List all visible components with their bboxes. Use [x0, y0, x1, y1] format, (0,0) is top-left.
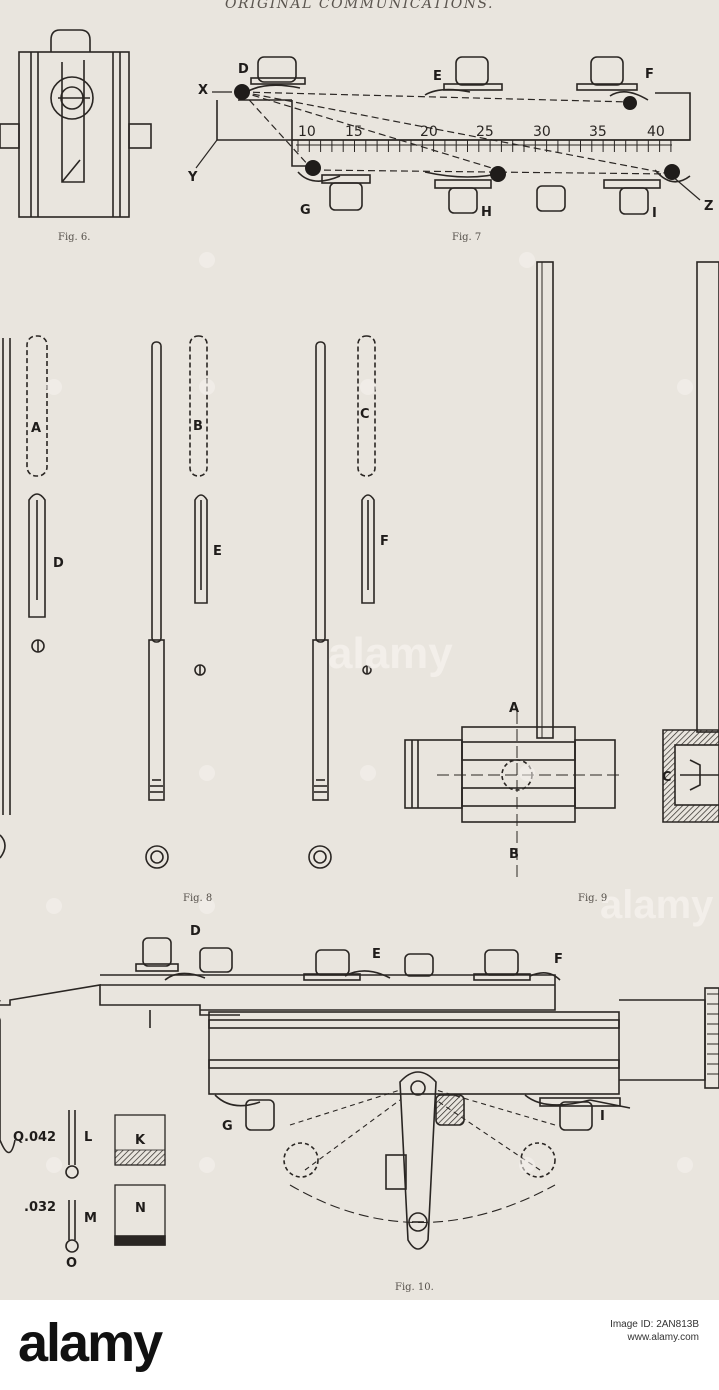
fig7-label-H: H [481, 205, 492, 220]
fig8-label-A: A [31, 421, 41, 436]
fig10-label-D: D [190, 924, 201, 939]
fig-9-labels: A B C [509, 701, 672, 862]
scale-10: 10 [298, 124, 316, 140]
scale-35: 35 [589, 124, 607, 140]
fig-7-labels: X Y Z D E F G H I 10 15 20 25 30 35 40 [187, 62, 713, 221]
fig7-label-D: D [238, 62, 249, 77]
running-title: ORIGINAL COMMUNICATIONS. [224, 0, 494, 12]
fig-7-drawing [195, 56, 701, 215]
fig8-label-D: D [53, 556, 64, 571]
fig-8-labels: A B C D E F [31, 407, 389, 571]
caption-fig-6: Fig. 6. [58, 232, 91, 243]
fig8-label-E: E [213, 544, 222, 559]
fig9-label-A: A [509, 701, 519, 716]
alamy-watermark: alamy alamy [328, 629, 714, 927]
fig9-label-B: B [509, 847, 519, 862]
caption-fig-8: Fig. 8 [183, 893, 213, 904]
image-id: Image ID: 2AN813B [610, 1319, 699, 1330]
fig10-label-M: M [84, 1211, 97, 1226]
fig7-label-F: F [645, 67, 654, 82]
fig7-label-G: G [300, 203, 311, 218]
fig10-label-K: K [135, 1133, 146, 1148]
fig-10-drawing [0, 937, 719, 1253]
fig7-label-Z: Z [704, 199, 713, 214]
fig10-label-E: E [372, 947, 381, 962]
fig8-label-C: C [360, 407, 370, 422]
fig9-label-C: C [662, 770, 672, 785]
caption-fig-9: Fig. 9 [578, 893, 608, 904]
fig-9-drawing [404, 261, 719, 880]
scale-30: 30 [533, 124, 551, 140]
fig-8-drawing [0, 335, 376, 869]
image-id-block: Image ID: 2AN813B www.alamy.com [499, 1318, 699, 1344]
gauge-032: .032 [24, 1200, 56, 1215]
alamy-logo: alamy [18, 1313, 163, 1373]
fig10-label-O: O [66, 1256, 77, 1271]
fig8-label-F: F [380, 534, 389, 549]
fig10-label-N: N [135, 1201, 146, 1216]
fig8-label-B: B [193, 419, 203, 434]
fig10-label-L: L [84, 1130, 92, 1145]
stock-footer [0, 1300, 719, 1390]
fig10-label-F: F [554, 952, 563, 967]
fig7-label-Y: Y [187, 170, 198, 185]
scale-25: 25 [476, 124, 494, 140]
fig10-label-G: G [222, 1119, 233, 1134]
gauge-042: .042 [24, 1130, 56, 1145]
fig7-label-E: E [433, 69, 442, 84]
fig10-label-Q: Q [13, 1130, 24, 1145]
watermark-marks [46, 252, 693, 1173]
scale-15: 15 [345, 124, 363, 140]
fig7-label-I: I [652, 206, 657, 221]
watermark-right: alamy [600, 883, 714, 927]
site-url: www.alamy.com [627, 1332, 700, 1343]
scale-40: 40 [647, 124, 665, 140]
fig-10-labels: D E F G I Q L K M N O .042 .032 [13, 924, 605, 1271]
fig10-label-I: I [600, 1109, 605, 1124]
fig-6-drawing [0, 29, 152, 218]
watermark-center: alamy [328, 629, 453, 678]
scale-20: 20 [420, 124, 438, 140]
caption-fig-7: Fig. 7 [452, 232, 482, 243]
fig7-label-X: X [198, 83, 208, 98]
engraving-plates: X Y Z D E F G H I 10 15 20 25 30 35 40 [0, 29, 719, 1271]
caption-fig-10: Fig. 10. [395, 1282, 434, 1293]
